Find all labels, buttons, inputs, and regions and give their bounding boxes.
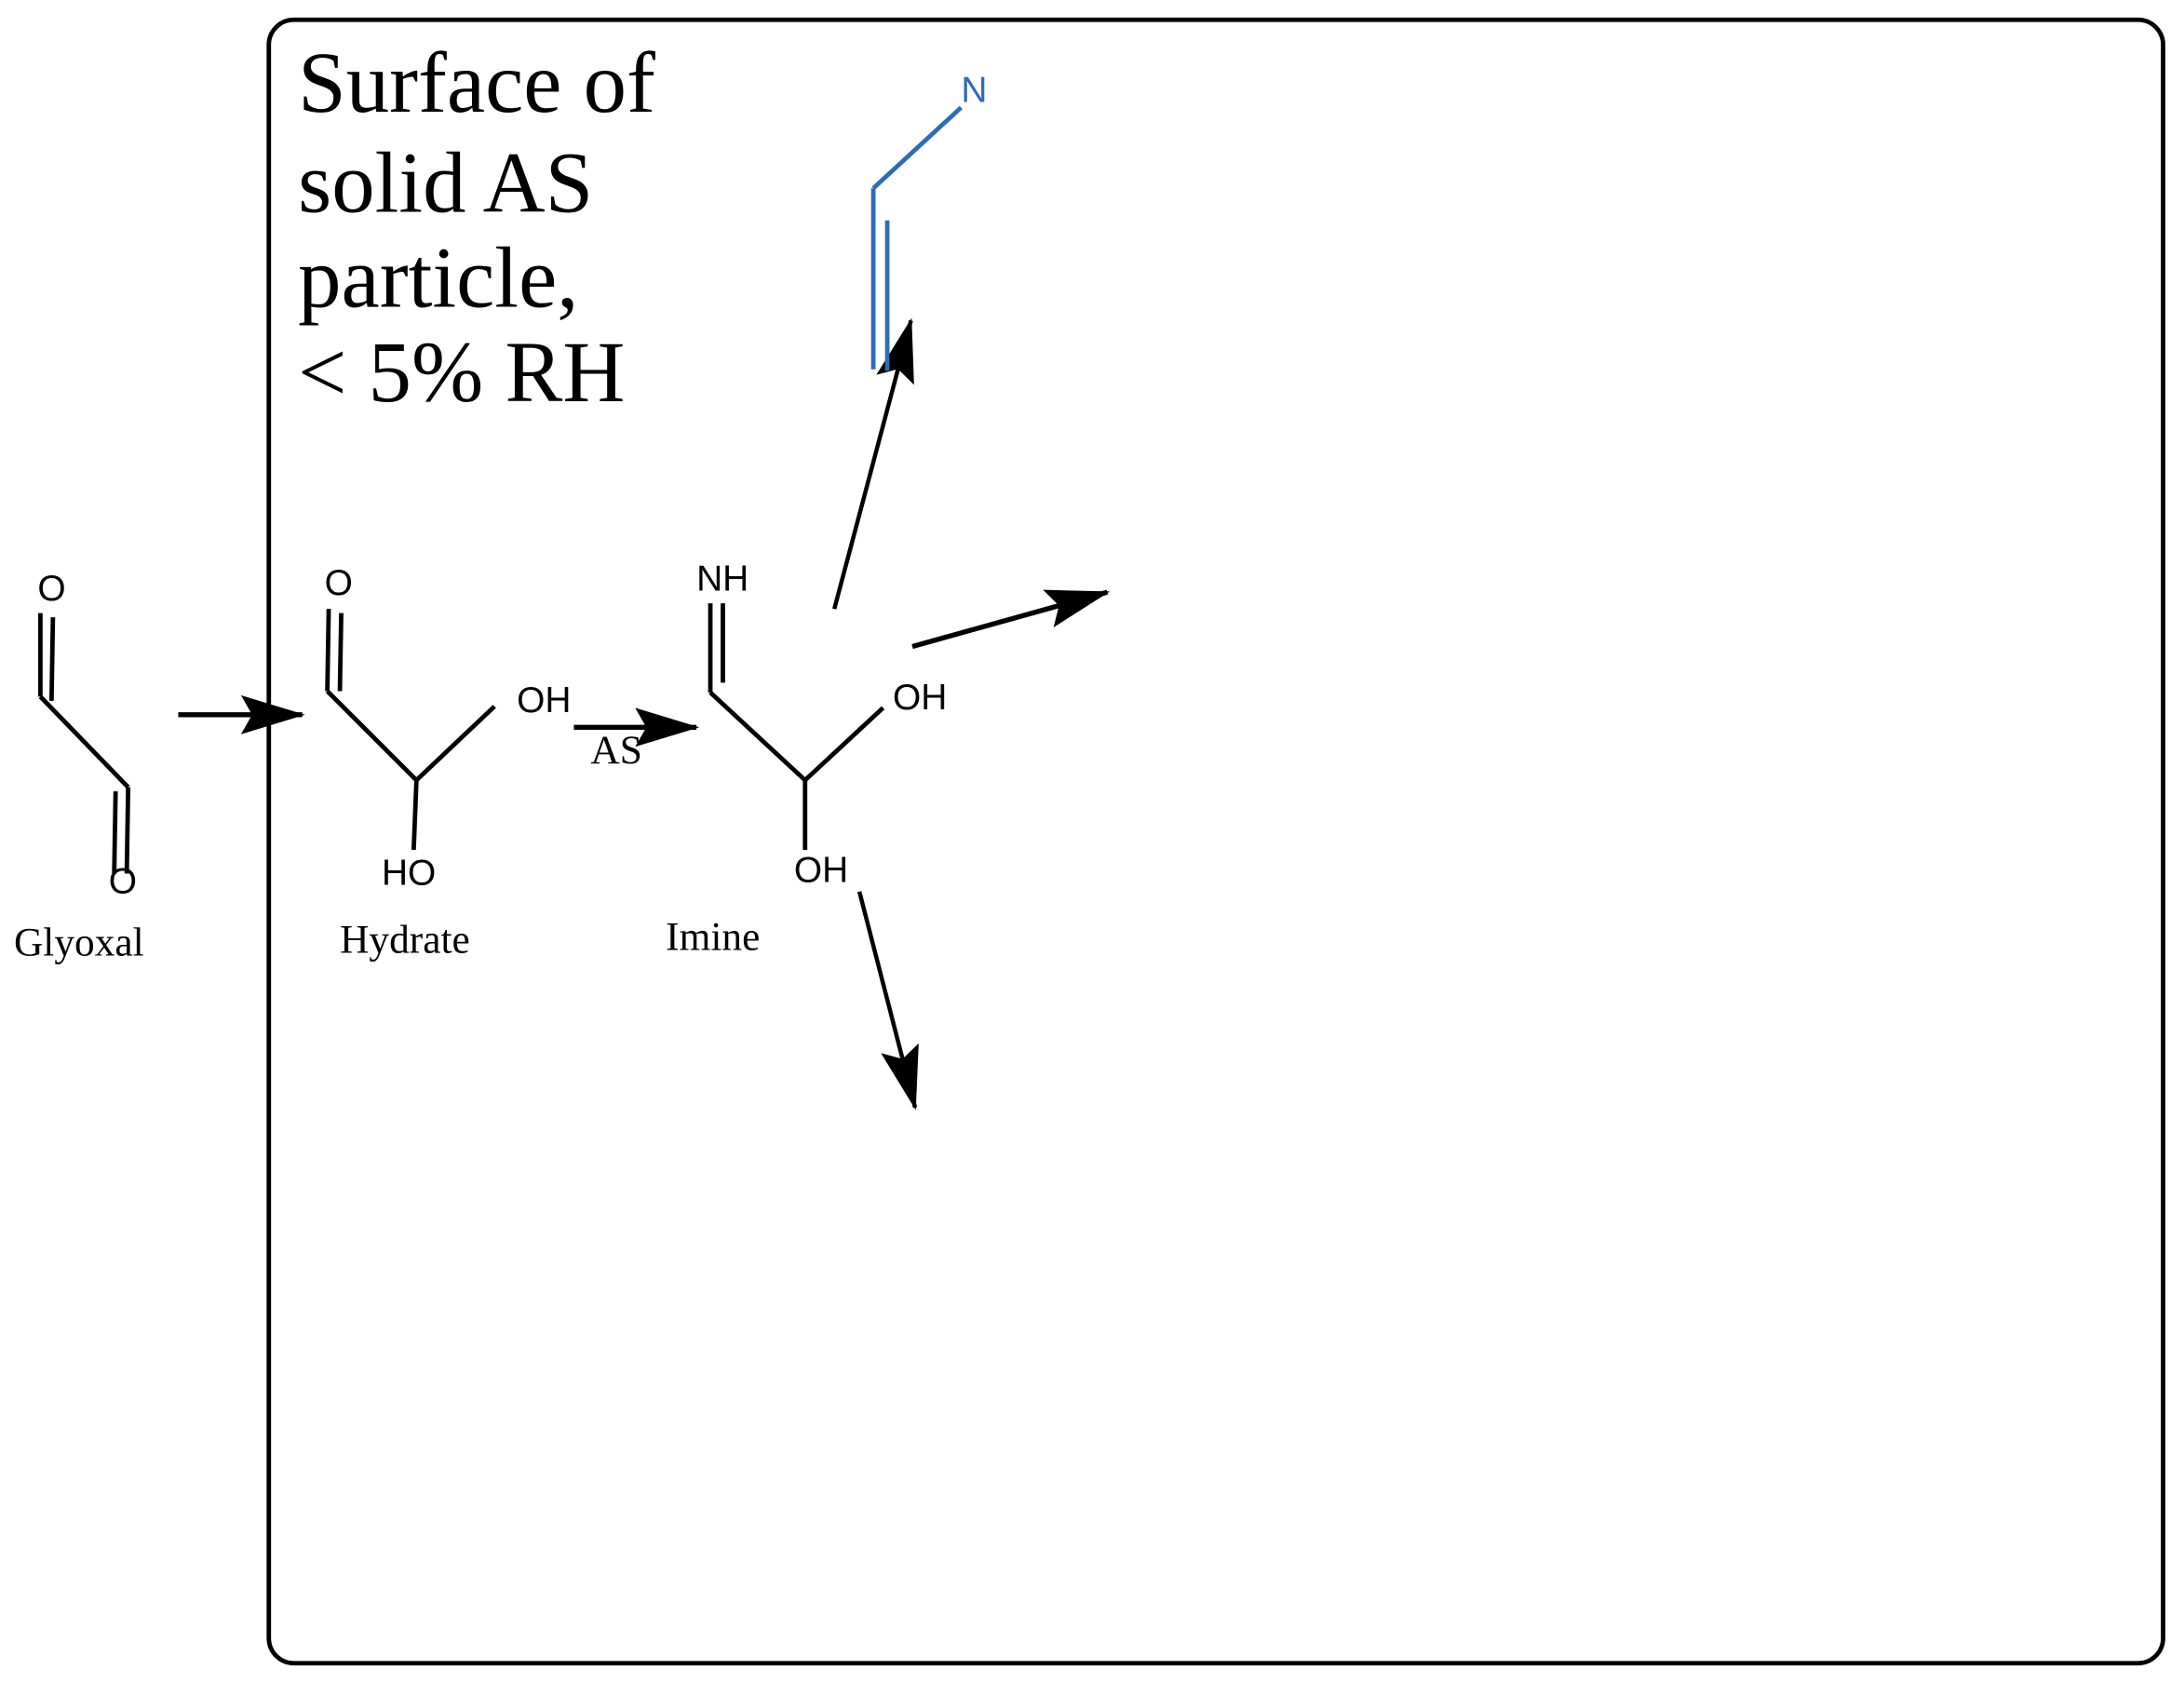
title-line-1: Surface of (298, 35, 655, 131)
atom-label: O (37, 569, 65, 609)
bond (414, 705, 496, 782)
bond (38, 694, 130, 789)
atom-label: OH (893, 678, 947, 718)
atom-label: N (961, 71, 987, 111)
bond (803, 706, 885, 782)
particle-surface-frame (266, 17, 2165, 1666)
molecule-name: Glyoxal (14, 921, 144, 965)
title-line-2: solid AS (298, 136, 593, 232)
reagent-label: AS (590, 728, 641, 773)
reaction-arrow (911, 589, 1111, 650)
atom-label: NH (696, 559, 748, 599)
bond (871, 105, 963, 191)
bond (48, 617, 56, 701)
bond (124, 787, 131, 874)
bond (325, 689, 419, 782)
bond (337, 613, 344, 692)
bond (325, 609, 331, 692)
atom-label: O (109, 861, 137, 901)
atom-label: O (325, 563, 353, 603)
title-line-3: particle, (298, 230, 578, 326)
bond (411, 780, 419, 851)
molecule-imine: NH OH OH Imine (666, 559, 947, 960)
reaction-arrow (832, 317, 914, 610)
atom-label: HO (382, 853, 436, 893)
molecule-name: Hydrate (340, 918, 470, 963)
molecule-name: Imine (666, 915, 760, 960)
atom-label: OH (517, 680, 571, 720)
title-line-4: < 5% RH (298, 325, 625, 421)
molecule-hydrate: O OH HO Hydrate (325, 563, 572, 963)
bond (708, 691, 807, 782)
frame-title: Surface of solid AS particle, < 5% RH (298, 35, 655, 421)
molecule-pyrazine: N (870, 71, 987, 371)
molecule-glyoxal: O O Glyoxal (14, 569, 144, 965)
atom-label: OH (794, 850, 848, 890)
reaction-arrow (856, 891, 919, 1111)
